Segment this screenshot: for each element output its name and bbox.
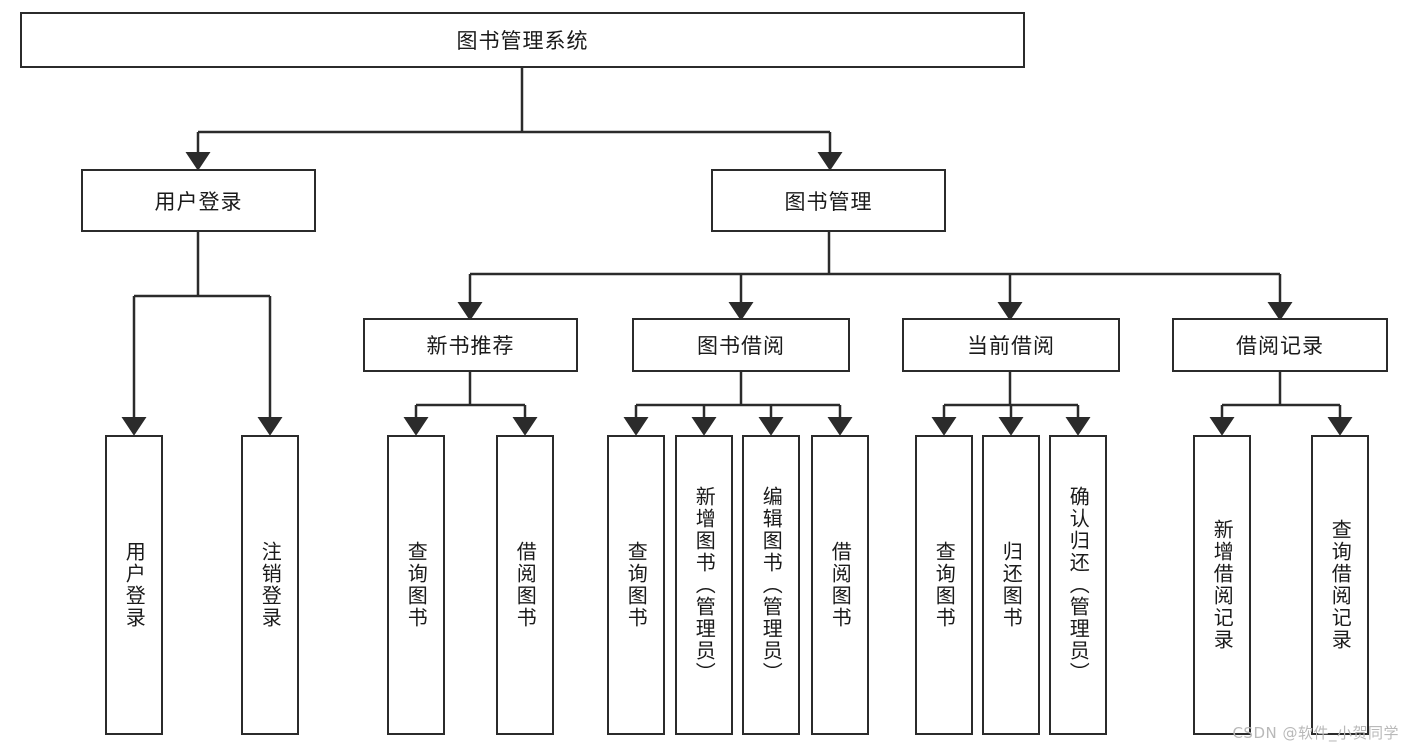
- leaf-recommend-query-book[interactable]: 查询图书: [387, 435, 445, 735]
- node-label: 新书推荐: [426, 334, 515, 358]
- node-user-login[interactable]: 用户登录: [81, 169, 316, 232]
- node-root-system[interactable]: 图书管理系统: [20, 12, 1025, 68]
- node-label: 注销登录: [258, 541, 283, 629]
- node-label: 图书管理: [784, 189, 873, 214]
- leaf-current-confirm-return-admin[interactable]: 确认归还（管理员）: [1049, 435, 1107, 735]
- node-borrow-record[interactable]: 借阅记录: [1172, 318, 1388, 372]
- leaf-borrow-add-book-admin[interactable]: 新增图书（管理员）: [675, 435, 733, 735]
- node-label: 归还图书: [999, 541, 1024, 629]
- node-label: 新增借阅记录: [1210, 519, 1235, 651]
- leaf-record-query-record[interactable]: 查询借阅记录: [1311, 435, 1369, 735]
- node-book-borrow[interactable]: 图书借阅: [632, 318, 850, 372]
- node-label: 图书管理系统: [456, 29, 589, 53]
- node-label: 借阅记录: [1236, 334, 1324, 358]
- node-label: 新增图书（管理员）: [692, 486, 717, 684]
- leaf-recommend-borrow-book[interactable]: 借阅图书: [496, 435, 554, 735]
- node-label: 确认归还（管理员）: [1066, 486, 1091, 684]
- leaf-user-login-login[interactable]: 用户登录: [105, 435, 163, 735]
- node-label: 查询图书: [624, 541, 649, 629]
- leaf-record-add-record[interactable]: 新增借阅记录: [1193, 435, 1251, 735]
- node-new-book-recommend[interactable]: 新书推荐: [363, 318, 578, 372]
- node-label: 用户登录: [154, 189, 243, 214]
- node-label: 查询图书: [404, 541, 429, 629]
- node-label: 借阅图书: [828, 541, 853, 629]
- node-current-borrow[interactable]: 当前借阅: [902, 318, 1120, 372]
- watermark-text: CSDN @软件_小贺同学: [1232, 724, 1399, 742]
- leaf-current-query-book[interactable]: 查询图书: [915, 435, 973, 735]
- node-label: 编辑图书（管理员）: [759, 486, 784, 684]
- leaf-user-login-logout[interactable]: 注销登录: [241, 435, 299, 735]
- node-label: 查询图书: [932, 541, 957, 629]
- leaf-borrow-query-book[interactable]: 查询图书: [607, 435, 665, 735]
- node-label: 查询借阅记录: [1328, 519, 1353, 651]
- node-label: 图书借阅: [697, 334, 785, 358]
- node-label: 借阅图书: [513, 541, 538, 629]
- node-book-management[interactable]: 图书管理: [711, 169, 946, 232]
- leaf-current-return-book[interactable]: 归还图书: [982, 435, 1040, 735]
- node-label: 当前借阅: [967, 334, 1055, 358]
- leaf-borrow-edit-book-admin[interactable]: 编辑图书（管理员）: [742, 435, 800, 735]
- leaf-borrow-borrow-book[interactable]: 借阅图书: [811, 435, 869, 735]
- node-label: 用户登录: [122, 541, 147, 629]
